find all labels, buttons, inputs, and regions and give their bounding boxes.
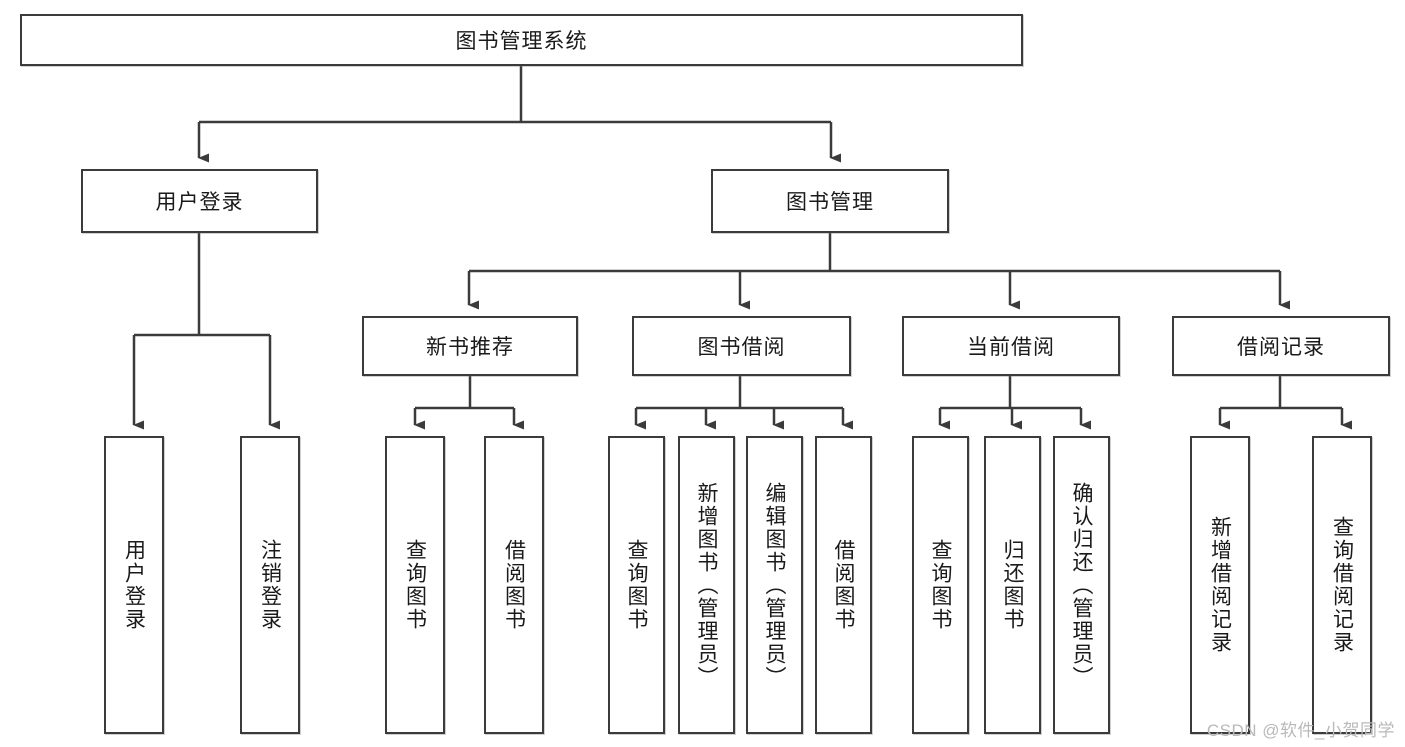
edge-group-root: [197, 66, 841, 163]
node-leaf-add-borrow-record-label: 新增借阅记录: [1208, 516, 1232, 654]
node-leaf-query-book-new-label: 查询图书: [403, 539, 427, 631]
node-user-login-label: 用户登录: [155, 191, 244, 214]
node-root[interactable]: 图书管理系统: [20, 14, 1023, 66]
node-leaf-return-book[interactable]: 归还图书: [984, 436, 1041, 734]
node-leaf-confirm-return-admin[interactable]: 确认归还（管理员）: [1053, 436, 1110, 734]
node-leaf-edit-book-admin-label: 编辑图书（管理员）: [763, 481, 787, 689]
node-leaf-user-login[interactable]: 用户登录: [104, 436, 164, 734]
node-leaf-query-book-current[interactable]: 查询图书: [912, 436, 969, 734]
node-leaf-return-book-label: 归还图书: [1001, 539, 1025, 631]
node-leaf-user-login-label: 用户登录: [122, 539, 146, 631]
node-leaf-borrow-book-new-label: 借阅图书: [502, 539, 526, 631]
node-current-borrow-label: 当前借阅: [967, 336, 1055, 359]
node-leaf-query-borrow-record-label: 查询借阅记录: [1330, 516, 1354, 654]
node-leaf-add-book-admin[interactable]: 新增图书（管理员）: [678, 436, 735, 734]
edge-group-user-login: [132, 233, 280, 430]
node-leaf-logout-login-label: 注销登录: [258, 539, 282, 631]
edge-group-current-borrow: [938, 376, 1091, 430]
edge-group-book-borrow: [634, 376, 853, 430]
node-new-book-recommend-label: 新书推荐: [426, 336, 514, 359]
node-leaf-query-book-current-label: 查询图书: [929, 539, 953, 631]
node-leaf-query-book-new[interactable]: 查询图书: [385, 436, 445, 734]
node-leaf-add-borrow-record[interactable]: 新增借阅记录: [1190, 436, 1250, 734]
node-borrow-record[interactable]: 借阅记录: [1172, 316, 1390, 376]
node-root-label: 图书管理系统: [455, 30, 588, 53]
edge-group-book-management: [467, 233, 1290, 310]
node-leaf-add-book-admin-label: 新增图书（管理员）: [695, 481, 719, 689]
node-leaf-borrow-book[interactable]: 借阅图书: [815, 436, 872, 734]
node-leaf-logout-login[interactable]: 注销登录: [240, 436, 300, 734]
node-book-borrow-label: 图书借阅: [697, 336, 786, 359]
node-new-book-recommend[interactable]: 新书推荐: [362, 316, 578, 376]
node-book-management[interactable]: 图书管理: [711, 169, 949, 233]
node-leaf-query-book-borrow[interactable]: 查询图书: [608, 436, 665, 734]
node-leaf-borrow-book-new[interactable]: 借阅图书: [484, 436, 544, 734]
node-leaf-borrow-book-label: 借阅图书: [832, 539, 856, 631]
node-leaf-edit-book-admin[interactable]: 编辑图书（管理员）: [746, 436, 803, 734]
node-borrow-record-label: 借阅记录: [1237, 336, 1325, 359]
node-leaf-query-borrow-record[interactable]: 查询借阅记录: [1312, 436, 1372, 734]
edge-group-new-book-recommend: [413, 376, 524, 430]
edge-group-borrow-record: [1218, 376, 1352, 430]
node-book-management-label: 图书管理: [786, 191, 874, 214]
node-user-login[interactable]: 用户登录: [81, 169, 318, 233]
node-leaf-query-book-borrow-label: 查询图书: [625, 539, 649, 631]
node-current-borrow[interactable]: 当前借阅: [902, 316, 1120, 376]
node-leaf-confirm-return-admin-label: 确认归还（管理员）: [1070, 481, 1094, 689]
node-book-borrow[interactable]: 图书借阅: [632, 316, 851, 376]
